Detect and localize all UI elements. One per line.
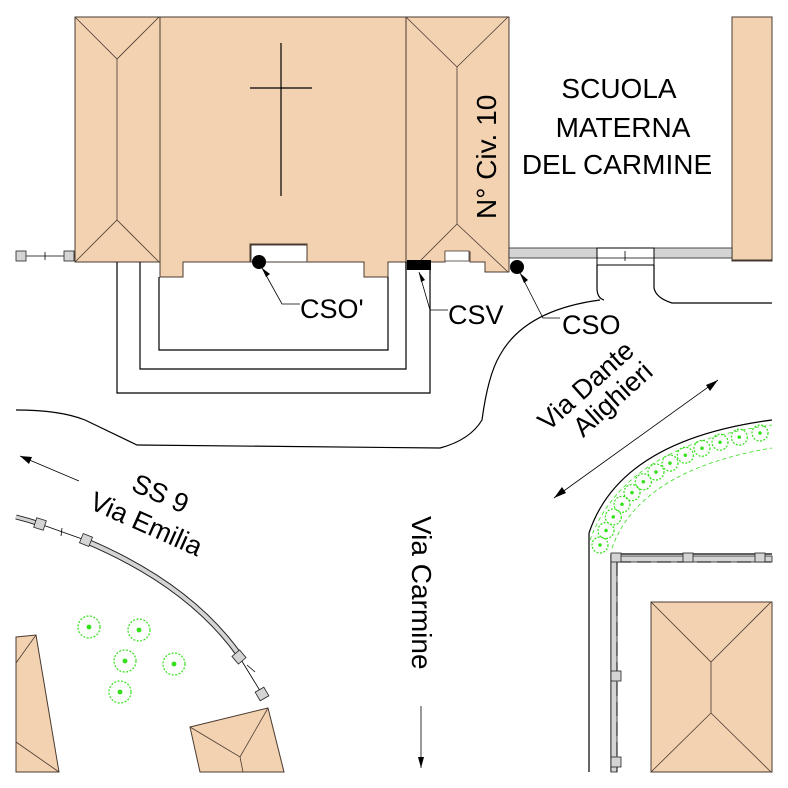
tree-icon (127, 618, 151, 642)
road-curb-north (15, 299, 601, 449)
church-left-wing (74, 16, 161, 263)
churchyard-steps (116, 262, 431, 394)
hedge-tree-icon (751, 424, 769, 442)
hedge-row (589, 424, 773, 554)
southeast-property (610, 552, 773, 773)
hedge-tree-icon (591, 536, 609, 554)
hedge-tree-icon (634, 473, 652, 491)
hedge-tree-icon (676, 446, 694, 464)
hedge-tree-icon (623, 484, 641, 502)
label-csv: CSV (448, 300, 504, 330)
label-cso: CSO (562, 310, 621, 340)
label-civic-number: N° Civ. 10 (471, 95, 502, 219)
hedge-tree-icon (711, 433, 729, 451)
school-boundary-wall (508, 247, 772, 266)
tree-icon (162, 652, 186, 676)
southwest-building-right (189, 707, 285, 773)
tree-icon (77, 615, 101, 639)
via-carmine-arrow (418, 706, 424, 768)
ss9-curved-wall (15, 514, 270, 702)
ss9-arrow (19, 455, 80, 482)
label-via-carmine: Via Carmine (406, 516, 437, 670)
label-via-dante-group: Via Dante Alighieri (532, 335, 659, 442)
school-entrance-curb-right (653, 265, 772, 304)
tree-icon (113, 649, 137, 673)
school-entrance-curb (596, 265, 605, 301)
marker-cso-prime[interactable] (252, 255, 300, 305)
road-curb-east-corner (588, 419, 773, 534)
label-school-line2: MATERNA (556, 112, 691, 143)
hedge-tree-icon (613, 495, 631, 513)
hedge-tree-icon (661, 454, 679, 472)
cross-icon (250, 43, 312, 196)
building-right-edge (731, 16, 773, 262)
tree-cluster (77, 615, 186, 704)
left-fence (15, 250, 75, 262)
hedge-tree-icon (730, 428, 748, 446)
hedge-tree-icon (597, 521, 615, 540)
southwest-building-left (15, 634, 60, 773)
church-right-wing (405, 16, 510, 273)
hedge-tree-icon (604, 508, 622, 526)
marker-csv[interactable] (407, 260, 448, 311)
via-dante-arrow (553, 379, 719, 499)
hedge-tree-icon (647, 463, 665, 481)
marker-cso[interactable] (510, 260, 560, 319)
hedge-tree-icon (693, 439, 711, 457)
label-school-line3: DEL CARMINE (522, 149, 712, 180)
tree-icon (108, 680, 132, 704)
label-school-line1: SCUOLA (561, 73, 676, 104)
church-nave (159, 16, 407, 278)
label-cso-prime: CSO' (300, 294, 364, 324)
